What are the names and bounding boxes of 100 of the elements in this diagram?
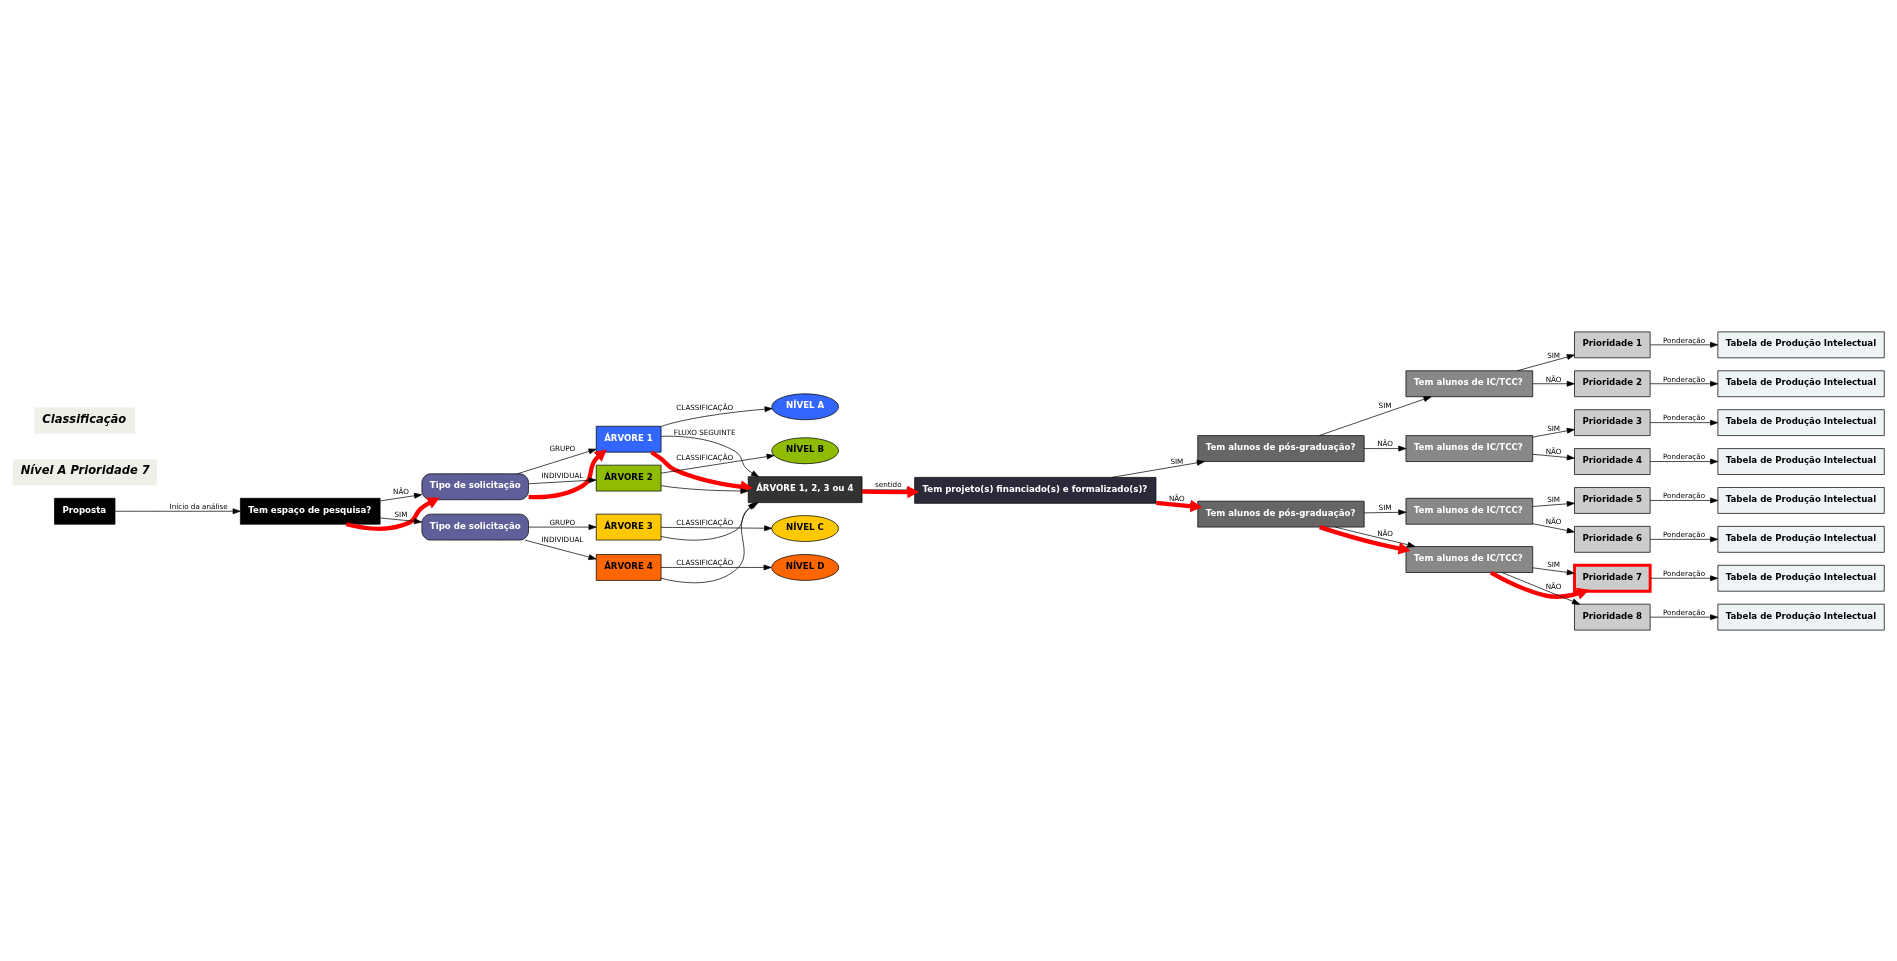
edge-label: NÃO: [1168, 493, 1185, 503]
arrow: [1363, 508, 1407, 515]
node-box: Tabela de Produção Intelectual: [1717, 447, 1885, 475]
edge-label: SIM: [1547, 494, 1561, 504]
edge-label: NÃO: [1545, 446, 1562, 456]
arrow: [517, 448, 597, 474]
node-box: Tem alunos de IC/TCC?: [1405, 545, 1534, 573]
edge-label: Ponderação: [1662, 335, 1706, 345]
node-box: Tabela de Produção Intelectual: [1717, 331, 1885, 358]
arrow: [1649, 497, 1719, 503]
node-box: ÁRVORE 1, 2, 3 ou 4: [747, 475, 863, 503]
edge-label: Ponderação: [1662, 568, 1706, 578]
node-ellipse: NÍVEL C: [771, 514, 839, 542]
edge-label: FLUXO SEGUINTE: [673, 427, 736, 437]
edge-label: SIM: [1547, 559, 1561, 569]
arrow: [1111, 459, 1205, 478]
node-ellipse: NÍVEL D: [771, 553, 840, 581]
arrow: [1318, 395, 1432, 436]
edge-label: CLASSIFICAÇÃO: [676, 517, 734, 527]
node-box: Tabela de Produção Intelectual: [1717, 564, 1885, 592]
label: Nível A Prioridade 7: [20, 462, 150, 477]
node-box: Tem espaço de pesquisa?: [240, 497, 381, 525]
node-box: Prioridade 8: [1574, 603, 1651, 630]
node-box: Prioridade 2: [1574, 369, 1651, 397]
arrow: [1501, 571, 1580, 604]
edge-label: CLASSIFICAÇÃO: [676, 452, 734, 462]
edge-label: CLASSIFICAÇÃO: [676, 402, 734, 412]
node-box: Tem alunos de IC/TCC?: [1405, 434, 1534, 462]
node-box: Tipo de solicitação: [421, 513, 529, 540]
edge-label: NÃO: [1377, 438, 1393, 448]
edge-label: CLASSIFICAÇÃO: [676, 557, 734, 567]
arrow: [1532, 522, 1575, 533]
edge-label: GRUPO: [549, 517, 576, 527]
arrow: [660, 453, 775, 474]
arrow: [650, 449, 753, 493]
node-ellipse: NÍVEL A: [771, 392, 839, 420]
node-box: Tipo de solicitação: [421, 472, 529, 500]
arrow: [1649, 535, 1719, 542]
node-box: Prioridade 1: [1574, 331, 1651, 358]
arrow: [660, 564, 772, 570]
arrow: [524, 539, 597, 560]
arrow: [1489, 570, 1590, 599]
arrow: [528, 448, 607, 499]
arrow: [1649, 380, 1719, 387]
edge-label: NÃO: [1545, 516, 1562, 526]
node-box: Tabela de Produção Intelectual: [1717, 525, 1885, 553]
edge-label: Ponderação: [1662, 529, 1706, 539]
edge-label: sentido: [875, 479, 902, 489]
edge-label: SIM: [394, 509, 408, 519]
edge-label: SIM: [1547, 423, 1561, 433]
edge-label: GRUPO: [549, 443, 576, 453]
node-box: ÁRVORE 3: [595, 513, 662, 540]
arrow: [660, 405, 773, 427]
edge-label: Ponderação: [1662, 412, 1706, 422]
node-box: Tem alunos de IC/TCC?: [1405, 369, 1534, 397]
arrow: [1532, 380, 1575, 387]
arrow: [660, 524, 773, 531]
arrow: [1649, 419, 1719, 426]
node-box: Prioridade 7: [1573, 563, 1652, 593]
arrow: [660, 435, 760, 477]
arrow: [1649, 341, 1719, 348]
edge-label: INDIVIDUAL: [541, 534, 584, 544]
label: Classificação: [42, 411, 127, 426]
node-box: Tem alunos de pós-graduação?: [1197, 500, 1365, 527]
arrow: [1363, 445, 1407, 451]
edge-label: Ponderação: [1662, 607, 1706, 617]
arrow: [528, 476, 597, 484]
arrow: [660, 484, 749, 494]
node-ellipse: NÍVEL B: [771, 436, 839, 464]
node-box: ÁRVORE 1: [595, 425, 662, 453]
arrow: [528, 523, 597, 530]
arrow: [345, 497, 440, 531]
edge-label: Ponderação: [1662, 490, 1706, 500]
arrow: [379, 517, 423, 524]
arrow: [114, 507, 241, 514]
edge-label: NÃO: [1545, 374, 1562, 384]
edge-label: INDIVIDUAL: [541, 470, 584, 480]
edge-label: SIM: [1378, 502, 1392, 512]
node-box: ÁRVORE 2: [595, 464, 662, 491]
node-box: Tabela de Produção Intelectual: [1717, 369, 1885, 397]
edge-label: Ponderação: [1662, 374, 1706, 384]
node-box: Tabela de Produção Intelectual: [1717, 603, 1885, 630]
arrow: [1532, 500, 1575, 507]
arrow: [1334, 526, 1416, 548]
node-box: Tabela de Produção Intelectual: [1717, 408, 1885, 436]
edge-label: NÃO: [393, 486, 409, 496]
node-box: Prioridade 6: [1574, 525, 1651, 553]
arrow: [1649, 458, 1719, 464]
node-box: Tem alunos de pós-graduação?: [1197, 434, 1365, 462]
edge-label: Início da análise: [169, 501, 228, 511]
arrow: [379, 492, 423, 501]
edge-label: SIM: [1170, 456, 1184, 466]
edge-label: NÃO: [1545, 581, 1562, 591]
edge-label: Ponderação: [1662, 451, 1706, 461]
node-box: Tem projeto(s) financiado(s) e formalizado(s)?: [914, 476, 1157, 504]
arrow: [660, 501, 756, 583]
node-box: Prioridade 3: [1574, 408, 1651, 436]
arrow: [1517, 353, 1575, 371]
arrow: [1319, 524, 1411, 554]
arrow: [1532, 566, 1575, 575]
